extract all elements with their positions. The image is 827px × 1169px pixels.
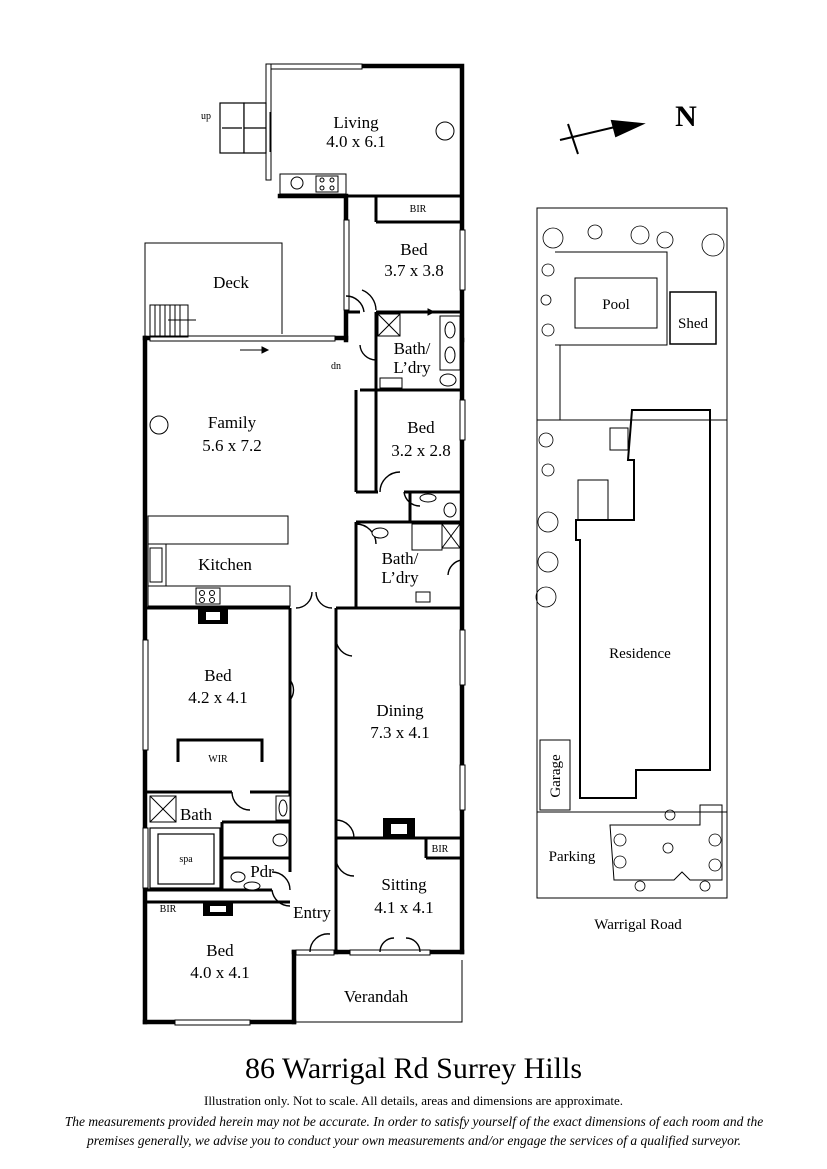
living-name: Living [333,113,379,132]
wir-label: WIR [208,754,228,765]
bir-bottom-label: BIR [160,904,177,915]
bir-top-label: BIR [410,204,427,215]
bath-fixtures [149,313,461,891]
verandah [293,960,463,1023]
disclaimer-line-2: premises generally, we advise you to con… [87,1133,741,1148]
bath-laundry-lower-line2: L’dry [381,568,419,587]
sliding-arrows [240,112,436,354]
doors [231,289,463,953]
bed-left-dims: 4.2 x 4.1 [188,688,248,707]
bir-sitting-label: BIR [432,844,449,855]
wir-frame [176,738,264,762]
family-name: Family [208,413,257,432]
deck [144,242,283,338]
site-pool-label: Pool [602,297,630,313]
sitting-name: Sitting [381,875,427,894]
bath-laundry-lower-line1: Bath/ [382,549,419,568]
property-title: 86 Warrigal Rd Surrey Hills [245,1052,582,1085]
pdr-label: Pdr [250,862,274,881]
family-dims: 5.6 x 7.2 [202,436,262,455]
bath-laundry-upper-line1: Bath/ [394,339,431,358]
bath-name: Bath [180,805,213,824]
north-arrow-icon [559,119,646,155]
spa [149,827,221,889]
kitchen-bench [147,515,291,607]
bed-bottom-name: Bed [206,941,234,960]
bath-laundry-upper-line2: L’dry [393,358,431,377]
floor-plan: N up dn Living 4.0 x 6.1 BIR Bed 3.7 x 3… [142,63,728,1026]
windows [142,63,466,1026]
site-parking-label: Parking [549,849,596,865]
bed-left-name: Bed [204,666,232,685]
disclaimer: The measurements provided herein may not… [14,1112,814,1150]
site-shed-label: Shed [678,316,709,332]
dining-dims: 7.3 x 4.1 [370,723,430,742]
plan-labels: N up dn Living 4.0 x 6.1 BIR Bed 3.7 x 3… [160,100,709,1006]
spa-label: spa [179,854,193,865]
living-dims: 4.0 x 6.1 [326,132,386,151]
site-trees [535,224,725,892]
deck-name: Deck [213,273,249,292]
site-residence-label: Residence [609,646,671,662]
bed-bottom-dims: 4.0 x 4.1 [190,963,250,982]
fireplaces [198,608,415,916]
site-plan [536,207,728,899]
disclaimer-line-1: The measurements provided herein may not… [64,1114,764,1129]
up-label: up [201,111,211,122]
site-road-label: Warrigal Road [594,917,682,933]
bed-top-name: Bed [400,240,428,259]
dining-name: Dining [376,701,424,720]
illustration-note: Illustration only. Not to scale. All det… [203,1093,624,1108]
entry-name: Entry [293,903,331,922]
stairs-up [219,102,267,154]
living-bench [149,121,455,435]
verandah-name: Verandah [344,987,409,1006]
bed-top-dims: 3.7 x 3.8 [384,261,444,280]
bed-mid-name: Bed [407,418,435,437]
sitting-dims: 4.1 x 4.1 [374,898,434,917]
kitchen-name: Kitchen [198,555,252,574]
bed-mid-dims: 3.2 x 2.8 [391,441,451,460]
down-label: dn [331,361,341,372]
site-garage-label: Garage [548,754,564,798]
north-label: N [675,100,697,133]
